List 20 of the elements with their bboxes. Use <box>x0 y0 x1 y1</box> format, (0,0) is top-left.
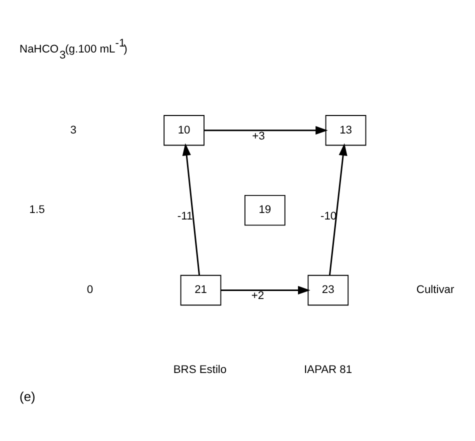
edge-label: -11 <box>177 210 193 222</box>
caption: (e) <box>20 388 36 404</box>
arrow <box>220 285 310 294</box>
arrow <box>204 126 328 134</box>
edge-label: -10 <box>320 210 337 222</box>
node-box: 21 <box>180 274 222 306</box>
label: IAPAR 81 <box>304 364 352 376</box>
label: 1.5 <box>29 204 45 216</box>
arrow <box>182 142 200 275</box>
arrow <box>328 142 348 275</box>
edge-label: +3 <box>252 130 265 142</box>
label: 3 <box>70 124 76 136</box>
label: Cultivar <box>416 284 454 296</box>
node-box: 23 <box>308 274 349 306</box>
node-box: 10 <box>164 114 204 146</box>
label: BRS Estilo <box>173 364 227 376</box>
label: 0 <box>86 284 94 296</box>
node-box: 19 <box>244 194 286 226</box>
node-box: 13 <box>325 114 366 146</box>
edge-label: +2 <box>251 290 264 302</box>
